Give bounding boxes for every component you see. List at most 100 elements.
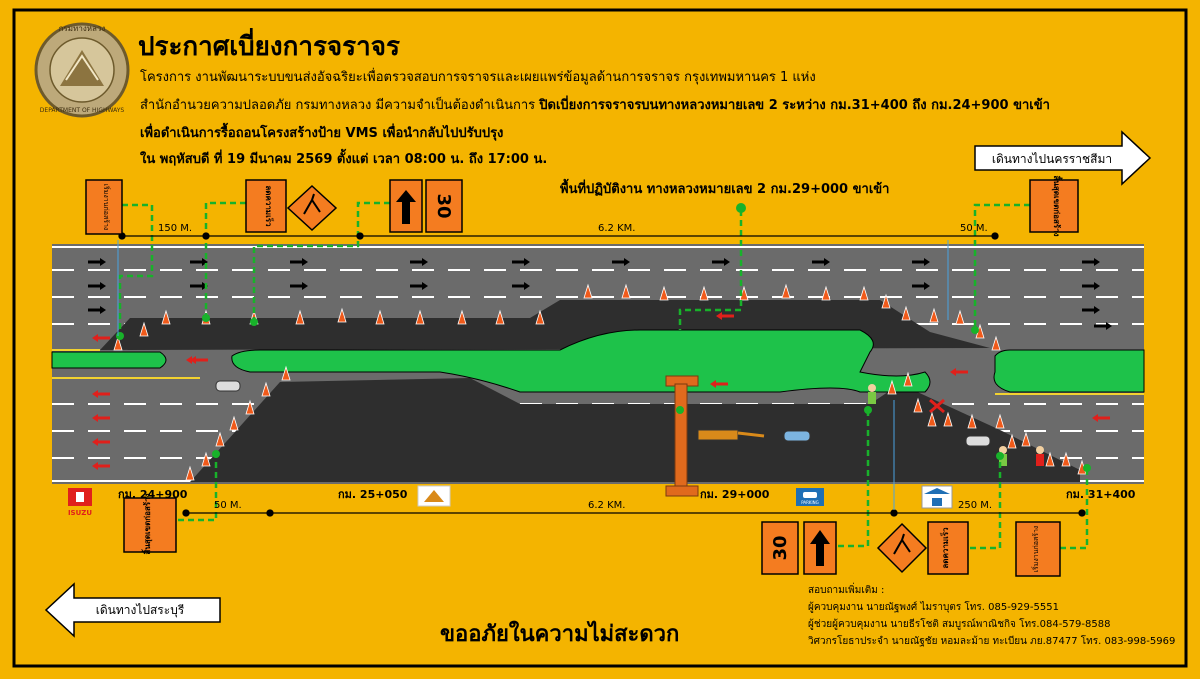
sign-work-start-bottom-right: เริ่มงานก่อสร้าง bbox=[1015, 521, 1061, 577]
traffic-cone-icon bbox=[881, 293, 891, 309]
lane-arrow-left-icon bbox=[190, 356, 208, 364]
distance-50m-top: 50 M. bbox=[960, 223, 988, 234]
worker-icon bbox=[1036, 446, 1044, 466]
lane-arrow-right-icon bbox=[290, 282, 308, 290]
isuzu-logo: ISUZU bbox=[68, 488, 92, 517]
lane-arrow-left-icon bbox=[92, 438, 110, 446]
lane-arrow-right-icon bbox=[912, 258, 930, 266]
lane-arrow-right-icon bbox=[88, 306, 106, 314]
traffic-cone-icon bbox=[113, 335, 123, 351]
traffic-cone-icon bbox=[781, 283, 791, 299]
contact-heading: สอบถามเพิ่มเติม : bbox=[808, 585, 885, 596]
car bbox=[215, 380, 241, 392]
traffic-cone-icon bbox=[535, 309, 545, 325]
closure-prefix: สำนักอำนวยความปลอดภัย กรมทางหลวง มีความจ… bbox=[140, 98, 540, 113]
traffic-cone-icon bbox=[185, 465, 195, 481]
median bbox=[51, 329, 1145, 395]
traffic-cone-icon bbox=[457, 309, 467, 325]
sign-speed-limit-bottom: 30 bbox=[761, 521, 799, 575]
notice-border bbox=[12, 8, 1188, 668]
sign-work-start-top-left: เริ่มงานก่อสร้าง bbox=[85, 179, 123, 235]
traffic-cone-icon bbox=[583, 283, 593, 299]
direction-arrow-left: เดินทางไปสระบุรี bbox=[44, 582, 221, 638]
lane-arrow-right-icon bbox=[512, 282, 530, 290]
km-marker: กม. 31+400 bbox=[1066, 488, 1136, 501]
sign-text: สิ้นสุดเขตก่อสร้าง bbox=[1051, 175, 1063, 236]
traffic-cone-icon bbox=[415, 309, 425, 325]
sign-work-end-bottom-left: สิ้นสุดเขตก่อสร้าง bbox=[123, 493, 177, 555]
traffic-cone-icon bbox=[859, 285, 869, 301]
traffic-cone-icon bbox=[943, 411, 953, 427]
traffic-cone-icon bbox=[699, 285, 709, 301]
sign-worker-diamond-top bbox=[286, 184, 338, 232]
sign-guide-lines bbox=[118, 201, 1089, 550]
km-marker: กม. 29+000 bbox=[700, 488, 770, 501]
km-marker: กม. 24+900 bbox=[118, 488, 188, 501]
worksite-label: พื้นที่ปฏิบัติงาน ทางหลวงหมายเลข 2 กม.29… bbox=[560, 182, 890, 197]
logo-bottom-text: DEPARTMENT OF HIGHWAYS bbox=[40, 107, 125, 114]
lane-arrow-right-icon bbox=[1082, 306, 1100, 314]
contact-line: ผู้ช่วยผู้ควบคุมงาน นายธีรโชติ สมบูรณ์พา… bbox=[808, 619, 1111, 630]
car bbox=[783, 430, 811, 442]
direction-label-left: เดินทางไปสระบุรี bbox=[96, 603, 185, 618]
traffic-cone-icon bbox=[887, 379, 897, 395]
flagman-icon bbox=[999, 446, 1007, 466]
lane-arrow-left-icon bbox=[716, 312, 734, 320]
speed-limit-value: 30 bbox=[433, 193, 454, 218]
closure-line: สำนักอำนวยความปลอดภัย กรมทางหลวง มีความจ… bbox=[140, 94, 1050, 115]
speed-limit-value: 30 bbox=[770, 535, 791, 560]
lane-arrow-left-icon bbox=[1092, 414, 1110, 422]
logo-top-text: กรมทางหลวง bbox=[59, 24, 106, 33]
lane-arrow-right-icon bbox=[1082, 282, 1100, 290]
lane-arrow-right-icon bbox=[290, 258, 308, 266]
km-marker: กม. 25+050 bbox=[338, 488, 408, 501]
temple-icon bbox=[417, 485, 451, 507]
project-line: โครงการ งานพัฒนาระบบขนส่งอัจฉริยะเพื่อตร… bbox=[140, 70, 816, 85]
distance-6-2km-bottom: 6.2 KM. bbox=[588, 500, 626, 511]
direction-arrow-right: เดินทางไปนครราชสีมา bbox=[974, 130, 1152, 186]
sign-speed-limit-top: 30 bbox=[425, 179, 463, 233]
schedule-line: ใน พฤหัสบดี ที่ 19 มีนาคม 2569 ตั้งแต่ เ… bbox=[140, 152, 548, 167]
sign-text: ลดความเร็ว bbox=[939, 527, 950, 569]
shop-icon bbox=[921, 485, 953, 509]
traffic-cone-icon bbox=[1045, 451, 1055, 467]
vms-gantry bbox=[665, 375, 699, 497]
traffic-cone-icon bbox=[495, 309, 505, 325]
traffic-cone-icon bbox=[139, 321, 149, 337]
distance-150m: 150 M. bbox=[158, 223, 193, 234]
distance-250m: 250 M. bbox=[958, 500, 993, 511]
lane-arrows bbox=[88, 258, 1112, 470]
flagman-icon bbox=[868, 384, 876, 404]
lane-arrow-left-icon bbox=[92, 390, 110, 398]
lane-arrow-right-icon bbox=[512, 258, 530, 266]
lane-arrow-right-icon bbox=[912, 282, 930, 290]
lane-arrow-left-icon bbox=[950, 368, 968, 376]
traffic-cone-icon bbox=[201, 451, 211, 467]
lane-arrow-right-icon bbox=[410, 282, 428, 290]
parking-icon: PARKING bbox=[796, 488, 824, 506]
sign-straight-arrow-bottom bbox=[803, 521, 837, 575]
traffic-cone-icon bbox=[991, 335, 1001, 351]
closure-detail: ปิดเบี่ยงการจราจรบนทางหลวงหมายเลข 2 ระหว… bbox=[539, 98, 1050, 113]
lane-arrow-right-icon bbox=[190, 258, 208, 266]
lane-arrow-right-icon bbox=[190, 282, 208, 290]
lane-arrow-right-icon bbox=[712, 258, 730, 266]
traffic-cone-icon bbox=[659, 285, 669, 301]
sign-slow-down-top: ลดความเร็ว bbox=[245, 179, 287, 233]
sign-worker-diamond-bottom bbox=[876, 522, 928, 574]
sign-text: สิ้นสุดเขตก่อสร้าง bbox=[141, 493, 153, 554]
lane-arrow-right-icon bbox=[812, 258, 830, 266]
sign-work-end-top-right: สิ้นสุดเขตก่อสร้าง bbox=[1029, 175, 1079, 237]
traffic-cone-icon bbox=[913, 397, 923, 413]
traffic-cone-icon bbox=[995, 413, 1005, 429]
page-title: ประกาศเบี่ยงการจราจร bbox=[138, 32, 400, 62]
lane-arrow-right-icon bbox=[88, 258, 106, 266]
traffic-cone-icon bbox=[281, 365, 291, 381]
lane-arrow-right-icon bbox=[1094, 322, 1112, 330]
lane-arrow-left-icon bbox=[92, 462, 110, 470]
traffic-cone-icon bbox=[375, 309, 385, 325]
sign-slow-down-bottom: ลดความเร็ว bbox=[927, 521, 969, 575]
contact-block: สอบถามเพิ่มเติม : ผู้ควบคุมงาน นายณัฐพงศ… bbox=[808, 582, 1175, 650]
